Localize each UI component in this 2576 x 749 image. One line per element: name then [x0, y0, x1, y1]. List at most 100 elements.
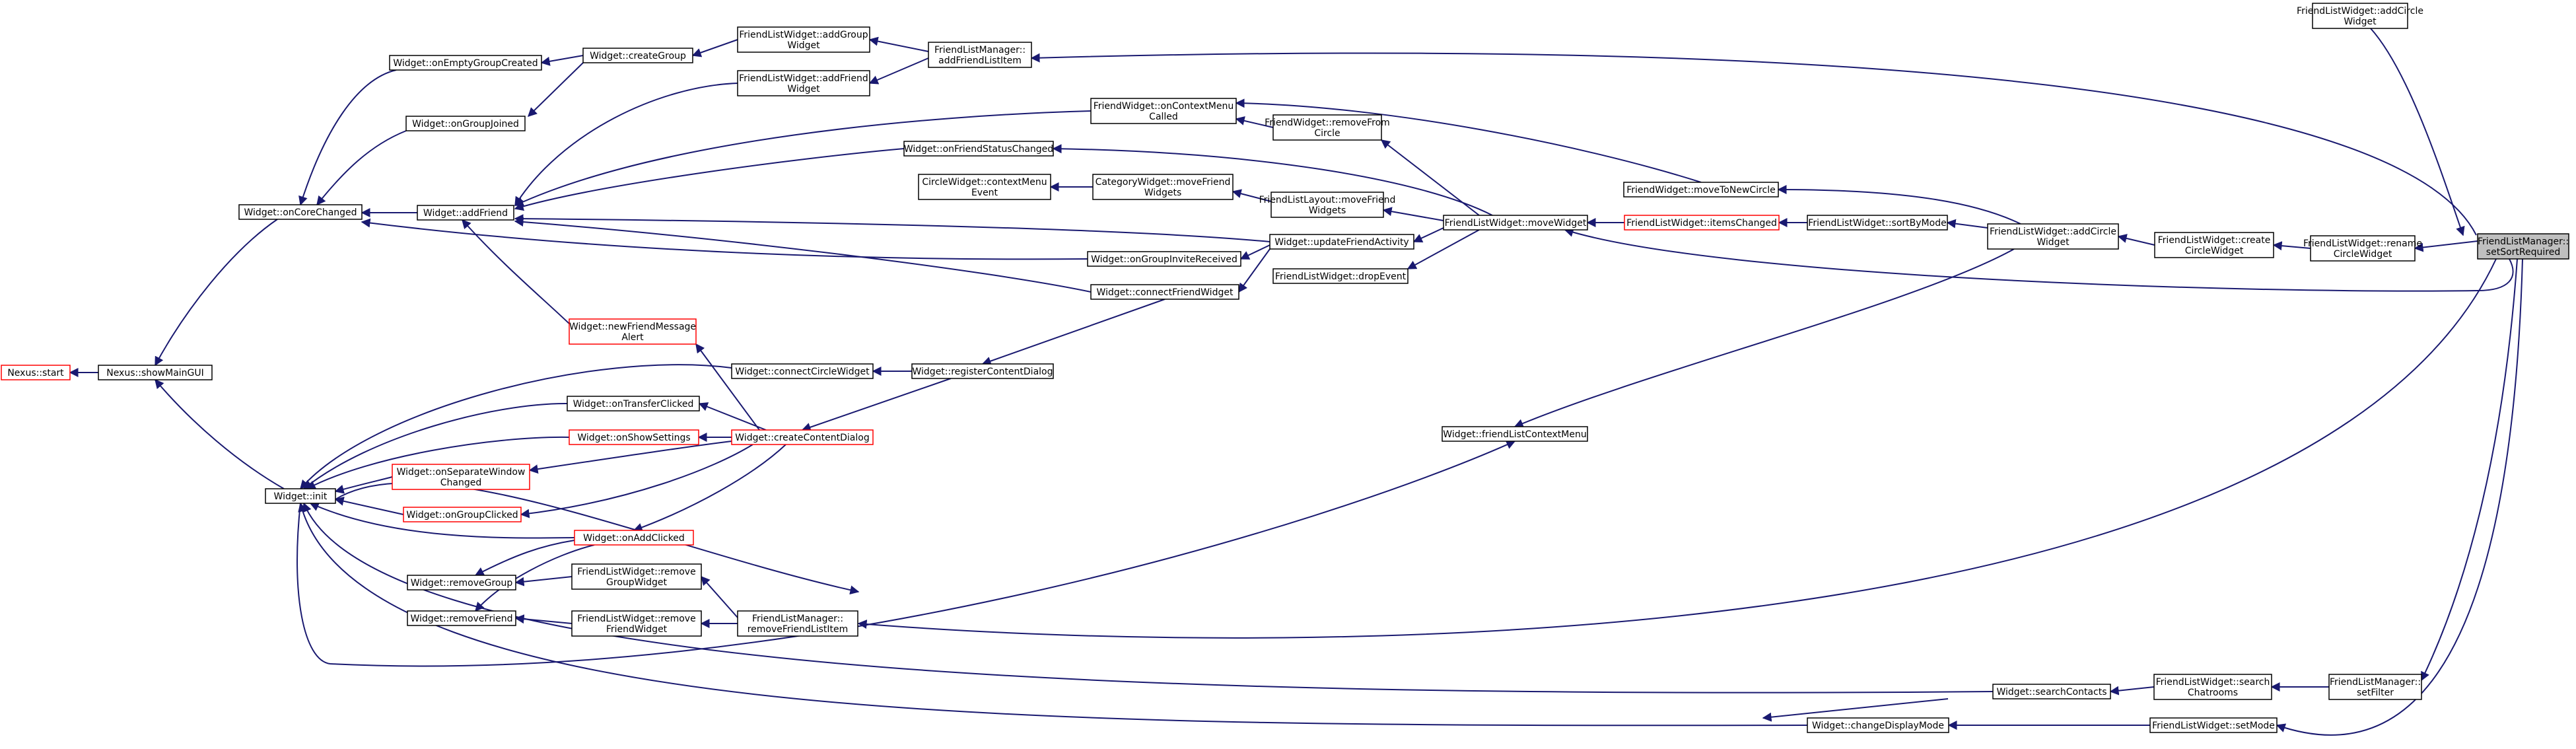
node-w-connectFriendWidget[interactable]: Widget::connectFriendWidget	[1090, 284, 1239, 300]
edge-init-to-onaddclicked	[309, 502, 575, 539]
node-label: Widget::createGroup	[590, 51, 686, 61]
node-label: Nexus::showMainGUI	[106, 368, 204, 378]
node-label: CircleWidget::contextMenu	[922, 177, 1047, 188]
node-w-onEmptyGroupCreated[interactable]: Widget::onEmptyGroupCreated	[389, 55, 542, 71]
node-fw-moveToNewCircle[interactable]: FriendWidget::moveToNewCircle	[1623, 182, 1779, 197]
edge-connectfriendwidget-to-updatefriendactivity	[1238, 248, 1271, 293]
edge-creategroup-to-addgroupwidget	[691, 39, 738, 57]
node-label: Widget::onEmptyGroupCreated	[393, 58, 538, 69]
edge-onseparatewindowchanged-to-createcontentdialog	[528, 441, 732, 474]
node-w-updateFriendActivity[interactable]: Widget::updateFriendActivity	[1269, 234, 1414, 250]
node-label: setFilter	[2357, 688, 2394, 698]
edge-setmode-to-focus	[2276, 258, 2523, 736]
node-label: FriendListWidget::addCircle	[2297, 6, 2423, 17]
node-w-registerContentDialog[interactable]: Widget::registerContentDialog	[911, 363, 1054, 379]
node-box	[1807, 215, 1948, 231]
node-label: FriendListWidget::addGroup	[739, 30, 868, 40]
node-flw-sortByMode[interactable]: FriendListWidget::sortByMode	[1807, 215, 1948, 231]
node-w-onGroupInviteReceived[interactable]: Widget::onGroupInviteReceived	[1087, 251, 1241, 267]
node-flw-moveWidget[interactable]: FriendListWidget::moveWidget	[1443, 215, 1588, 231]
node-label: CategoryWidget::moveFriend	[1096, 177, 1231, 188]
node-flw-setMode[interactable]: FriendListWidget::setMode	[2149, 717, 2278, 733]
node-w-createGroup[interactable]: Widget::createGroup	[582, 48, 693, 63]
node-w-createContentDialog[interactable]: Widget::createContentDialog	[731, 429, 874, 445]
node-label: addFriendListItem	[938, 55, 1022, 66]
edge-addfriend-to-connectfriendwidget	[514, 217, 1092, 293]
edge-showmaingui-to-init	[155, 378, 285, 489]
node-w-onGroupClicked[interactable]: Widget::onGroupClicked	[403, 507, 522, 522]
node-w-onShowSettings[interactable]: Widget::onShowSettings	[569, 429, 699, 445]
node-box	[737, 610, 858, 637]
edge-fll-movefriendwidgets-to-movewidget	[1382, 207, 1444, 221]
node-flw-itemsChanged[interactable]: FriendListWidget::itemsChanged	[1624, 215, 1780, 231]
node-flm-removeFriendListItem[interactable]: FriendListManager::removeFriendListItem	[737, 610, 858, 637]
edge-ongroupjoined-to-creategroup	[527, 62, 584, 117]
node-label: setSortRequired	[2486, 247, 2560, 258]
node-nexus-start[interactable]: Nexus::start	[1, 365, 71, 380]
node-flm-addFriendListItem[interactable]: FriendListManager::addFriendListItem	[928, 42, 1032, 68]
node-box	[417, 205, 514, 221]
edge-movewidget-to-focus	[1564, 228, 2514, 292]
edge-friendlistcontextmenu-to-init	[296, 440, 1516, 667]
node-label: Widget::updateFriendActivity	[1274, 237, 1409, 248]
node-w-init[interactable]: Widget::init	[265, 488, 336, 504]
node-label: Called	[1149, 112, 1178, 122]
edge-sortbymode-to-addcirclewidget	[1946, 219, 1988, 229]
node-flw-dropEvent[interactable]: FriendListWidget::dropEvent	[1272, 268, 1409, 284]
node-label: Widget::connectCircleWidget	[735, 367, 870, 377]
node-w-removeFriend[interactable]: Widget::removeFriend	[407, 610, 516, 626]
node-box	[2310, 235, 2416, 262]
node-label: Widget	[2036, 237, 2070, 248]
node-focus[interactable]: FriendListManager::setSortRequired	[2477, 233, 2569, 260]
node-w-connectCircleWidget[interactable]: Widget::connectCircleWidget	[731, 363, 874, 379]
node-box	[1269, 234, 1414, 250]
node-box	[567, 396, 700, 411]
node-flm-setFilter[interactable]: FriendListManager::setFilter	[2328, 674, 2422, 700]
node-nexus-showMainGUI[interactable]: Nexus::showMainGUI	[98, 365, 213, 380]
edge-addfriendwidget-to-addfriendlistitem	[868, 57, 929, 85]
node-w-onGroupJoined[interactable]: Widget::onGroupJoined	[405, 116, 526, 131]
node-box	[737, 26, 870, 53]
node-box	[2477, 233, 2569, 260]
node-box	[1442, 426, 1588, 442]
node-label: FriendListWidget::remove	[577, 567, 695, 577]
node-w-friendListContextMenu[interactable]: Widget::friendListContextMenu	[1442, 426, 1588, 442]
node-w-onAddClicked[interactable]: Widget::onAddClicked	[574, 530, 694, 546]
node-box	[1623, 182, 1779, 197]
node-w-onFriendStatusChanged[interactable]: Widget::onFriendStatusChanged	[903, 141, 1054, 157]
node-label: FriendListManager::	[2478, 236, 2569, 247]
edge-searchcontacts-to-searchchatrooms	[2109, 686, 2155, 696]
node-box	[1807, 717, 1949, 733]
node-w-removeGroup[interactable]: Widget::removeGroup	[407, 575, 516, 590]
node-w-onCoreChanged[interactable]: Widget::onCoreChanged	[238, 204, 363, 220]
node-label: FriendListWidget::search	[2156, 677, 2270, 688]
node-box	[1271, 192, 1384, 218]
edge-friendlistcontextmenu-to-addcirclewidget	[1514, 248, 2015, 428]
node-label: FriendWidget::removeFrom	[1265, 118, 1390, 128]
node-box	[1624, 215, 1780, 231]
node-w-onTransferClicked[interactable]: Widget::onTransferClicked	[567, 396, 700, 411]
node-label: Widget::createContentDialog	[735, 433, 869, 443]
node-w-addFriend[interactable]: Widget::addFriend	[417, 205, 514, 221]
node-w-searchContacts[interactable]: Widget::searchContacts	[1992, 684, 2111, 699]
node-box	[2154, 232, 2274, 258]
edge-init-to-onseparatewindowchanged	[334, 476, 393, 494]
edge-changedisplaymode-to-searchcontacts	[1762, 698, 1949, 722]
node-w-changeDisplayMode[interactable]: Widget::changeDisplayMode	[1807, 717, 1949, 733]
